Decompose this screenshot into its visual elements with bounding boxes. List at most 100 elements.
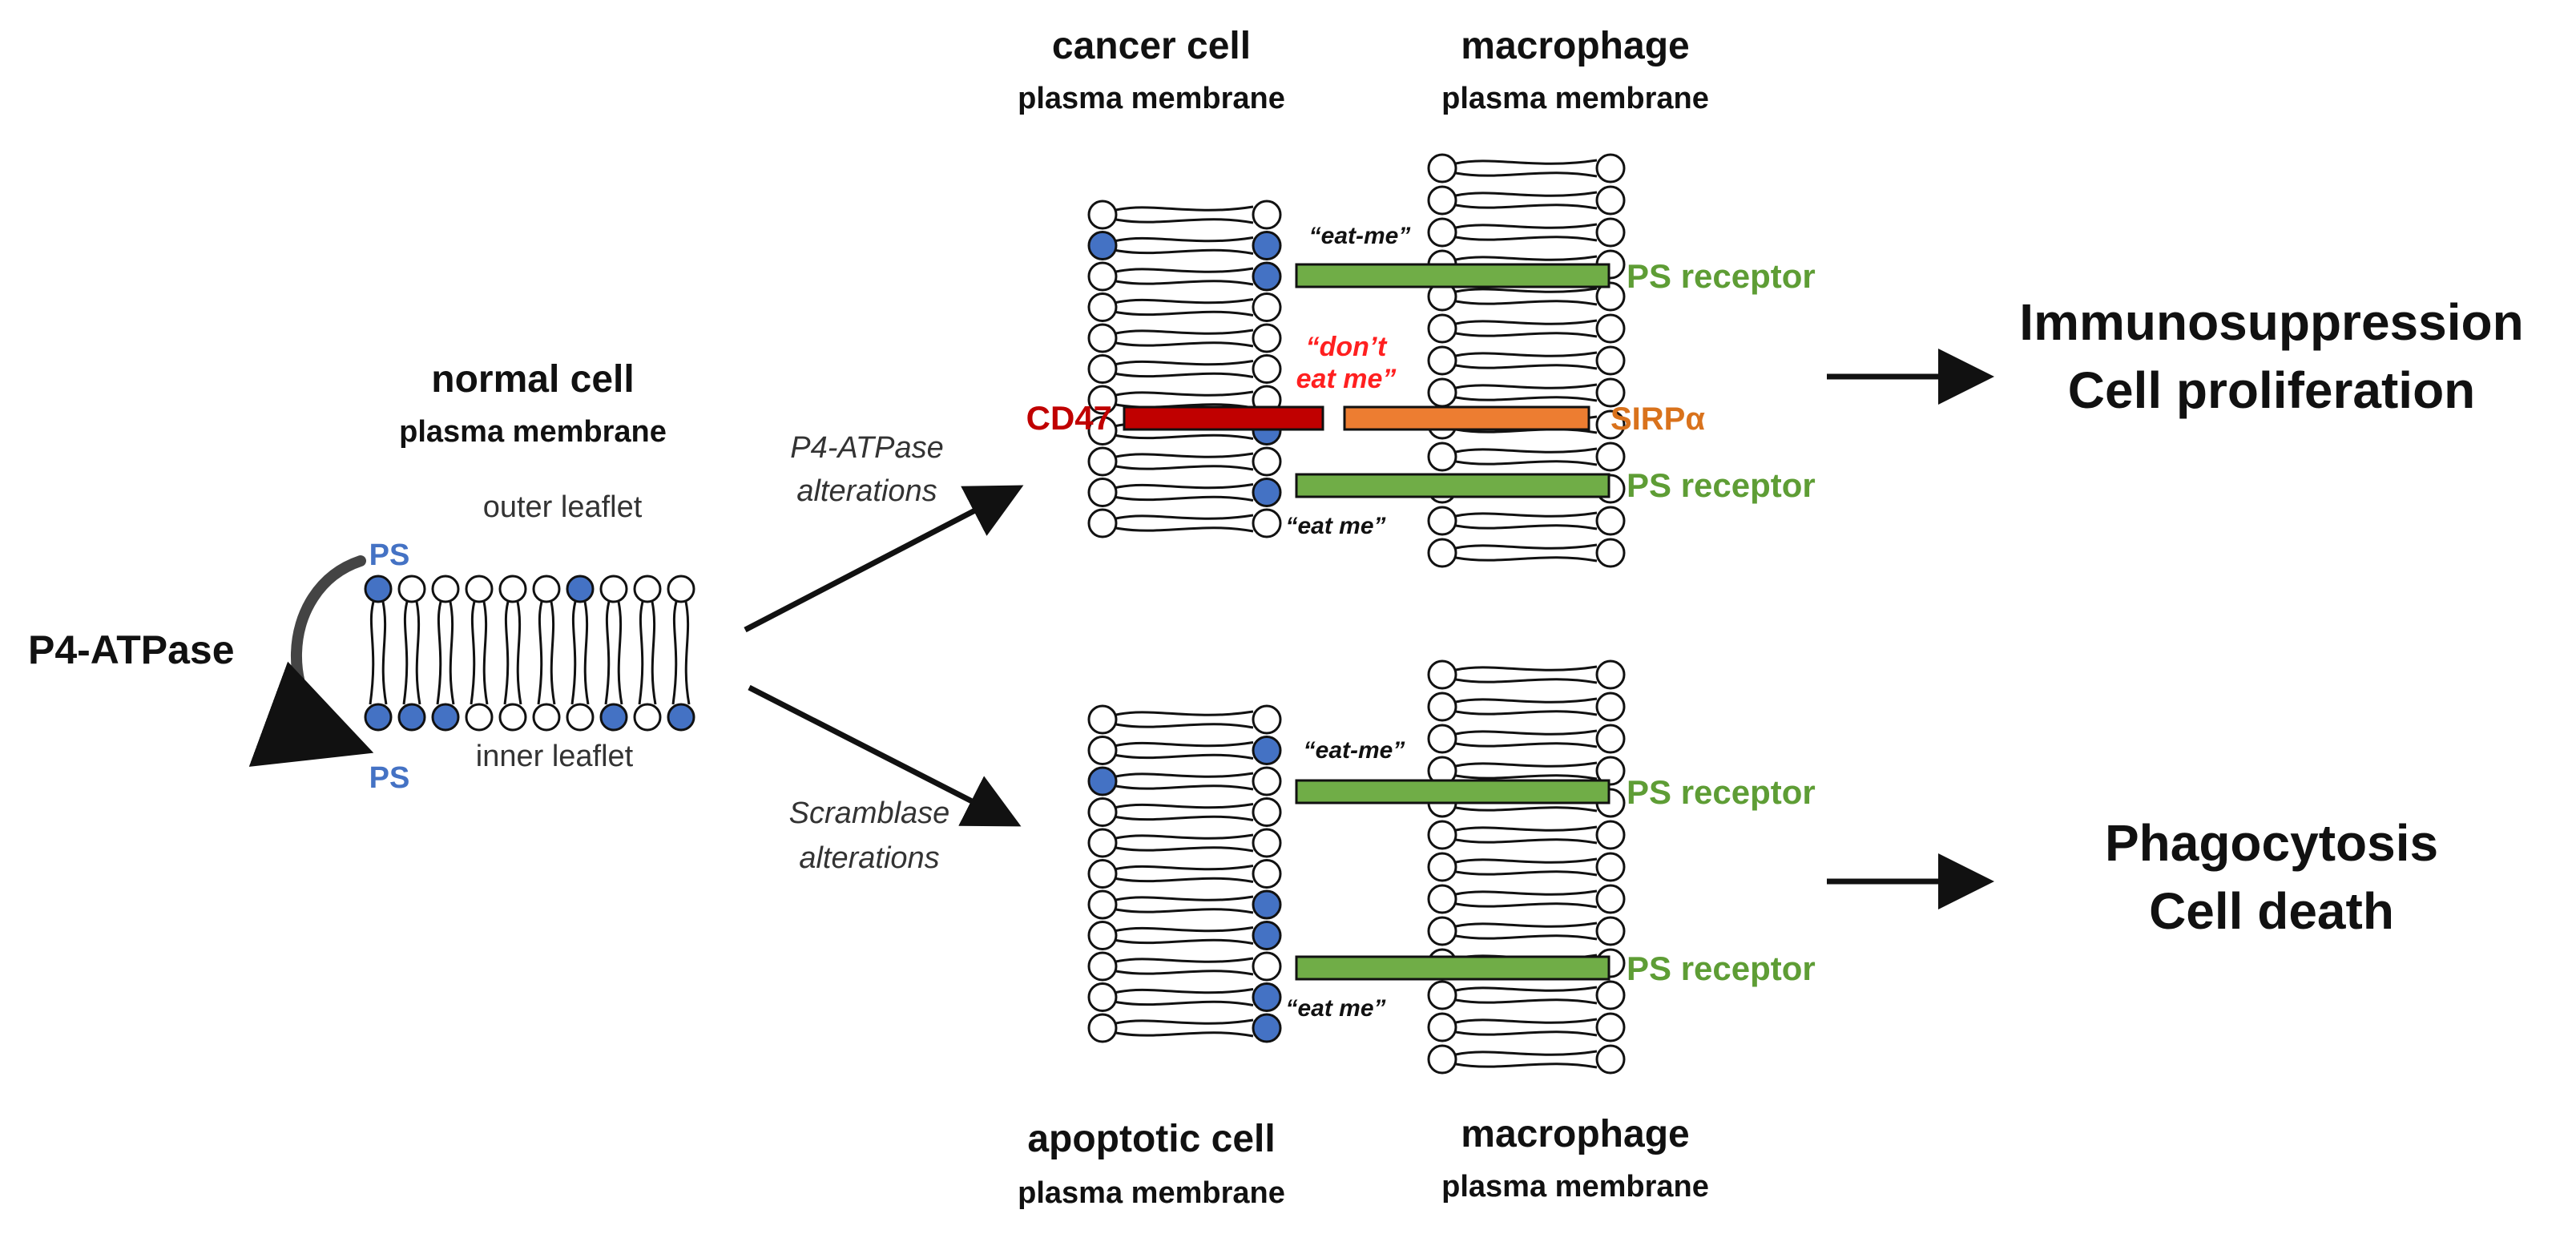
lipid-tail [1115, 526, 1254, 533]
ps-receptor-label-apop-bottom: PS receptor [1627, 950, 1816, 987]
lipid-tail [415, 601, 421, 705]
lipid-head [1595, 852, 1626, 882]
ps-head [1252, 478, 1282, 507]
lipid-head [1427, 442, 1457, 472]
lipid-head [1087, 261, 1118, 292]
lipid-head [1087, 385, 1118, 415]
lipid-tail [402, 601, 409, 705]
lipid-tail [1455, 1063, 1598, 1069]
lipid-tail [369, 601, 375, 705]
lipid-head [1595, 217, 1626, 248]
lipid-head [1427, 692, 1457, 722]
lipid-tail [570, 601, 577, 705]
lipid-head [1087, 828, 1118, 858]
lipid-tail [1115, 205, 1254, 212]
lipid-tail [1115, 267, 1254, 273]
p4-atpase-label: P4-ATPase [28, 627, 235, 672]
lipid-head [498, 575, 527, 603]
lipid-head [1087, 889, 1118, 920]
arrow-to-apoptotic [748, 684, 1022, 827]
ps-head [1252, 261, 1282, 292]
macrophage-subtitle-bottom: plasma membrane [1441, 1170, 1709, 1204]
ps-head-inner [364, 703, 393, 732]
lipid-tail [1455, 742, 1598, 748]
lipid-tail [1115, 895, 1254, 901]
inner-leaflet-label: inner leaflet [475, 740, 634, 773]
lipid-tail [1455, 902, 1598, 909]
lipid-tail [1115, 452, 1254, 458]
macrophage-title-bottom: macrophage [1461, 1113, 1690, 1155]
lipid-tail [1455, 351, 1598, 357]
lipid-tail [1115, 723, 1254, 729]
cancer-cell-title: cancer cell [1051, 25, 1252, 67]
lipid-tail [1115, 938, 1254, 945]
lipid-tail [1455, 838, 1598, 845]
lipid-head [498, 703, 527, 732]
ps-head [1252, 889, 1282, 920]
lipid-tail [1455, 998, 1598, 1005]
outcome-cell-proliferation: Cell proliferation [2067, 361, 2476, 419]
lipid-head [1087, 951, 1118, 982]
eat-me-label-top: “eat-me” [1308, 223, 1411, 249]
lipid-tail [583, 601, 590, 705]
lipid-tail [1455, 710, 1598, 716]
lipid-head [1252, 323, 1282, 353]
lipid-tail [1115, 341, 1254, 348]
lipid-tail [1115, 865, 1254, 871]
lipid-tail [1455, 460, 1598, 466]
lipid-head [1427, 980, 1457, 1010]
lipid-head [633, 575, 662, 603]
lipid-tail [1455, 511, 1598, 518]
normal-cell-subtitle: plasma membrane [399, 415, 667, 449]
lipid-tail [671, 601, 678, 705]
lipid-head [1595, 538, 1626, 568]
dont-eat-me-line1: “don’t [1305, 332, 1387, 362]
lipid-tail [1455, 825, 1598, 832]
lipid-tail [470, 601, 476, 705]
lipid-tail [1455, 364, 1598, 370]
ps-head-inner [397, 703, 426, 732]
lipid-head [1427, 659, 1457, 690]
lipid-head [1595, 1044, 1626, 1075]
lipid-tail [684, 601, 691, 705]
lipid-tail [1115, 390, 1254, 397]
cd47-bar [1123, 405, 1324, 431]
lipid-tail [1115, 988, 1254, 994]
outcome-immunosuppression: Immunosuppression [2019, 293, 2524, 351]
lipid-tail [1455, 396, 1598, 402]
lipid-tail [1455, 171, 1598, 178]
lipid-tail [1455, 986, 1598, 992]
lipid-tail [1115, 433, 1254, 440]
lipid-tail [1455, 761, 1598, 768]
lipid-tail [381, 601, 388, 705]
lipid-tail [1455, 204, 1598, 210]
lipid-head [1427, 538, 1457, 568]
p4-alterations-line1: P4-ATPase [790, 431, 944, 465]
ps-head [1252, 231, 1282, 260]
lipid-head [667, 575, 695, 603]
lipid-tail [1115, 236, 1254, 243]
lipid-head [1595, 756, 1626, 786]
lipid-tail [503, 601, 510, 705]
lipid-head [1595, 185, 1626, 216]
lipid-tail [1455, 332, 1598, 338]
cancer-cell-membrane [1087, 200, 1282, 538]
lipid-tail [1115, 833, 1254, 840]
lipid-tail [1115, 803, 1254, 809]
arrow-to-cancer [744, 485, 1024, 633]
ps-receptor-bar-top [1295, 263, 1611, 288]
ps-label-outer: PS [369, 538, 410, 572]
cancer-cell-subtitle: plasma membrane [1018, 82, 1285, 115]
eat-me-label-apop-bottom: “eat me” [1285, 995, 1386, 1022]
lipid-tail [1455, 934, 1598, 941]
lipid-head [532, 703, 561, 732]
lipid-tail [1115, 495, 1254, 502]
scramblase-alterations-line2: alterations [799, 841, 940, 875]
outcome-phagocytosis: Phagocytosis [2104, 814, 2439, 872]
lipid-tail [1115, 772, 1254, 778]
lipid-head [1252, 766, 1282, 796]
lipid-tail [1455, 543, 1598, 550]
lipid-head [599, 575, 628, 603]
ps-receptor-bar-apop-top [1295, 779, 1611, 804]
lipid-head [1427, 1044, 1457, 1075]
